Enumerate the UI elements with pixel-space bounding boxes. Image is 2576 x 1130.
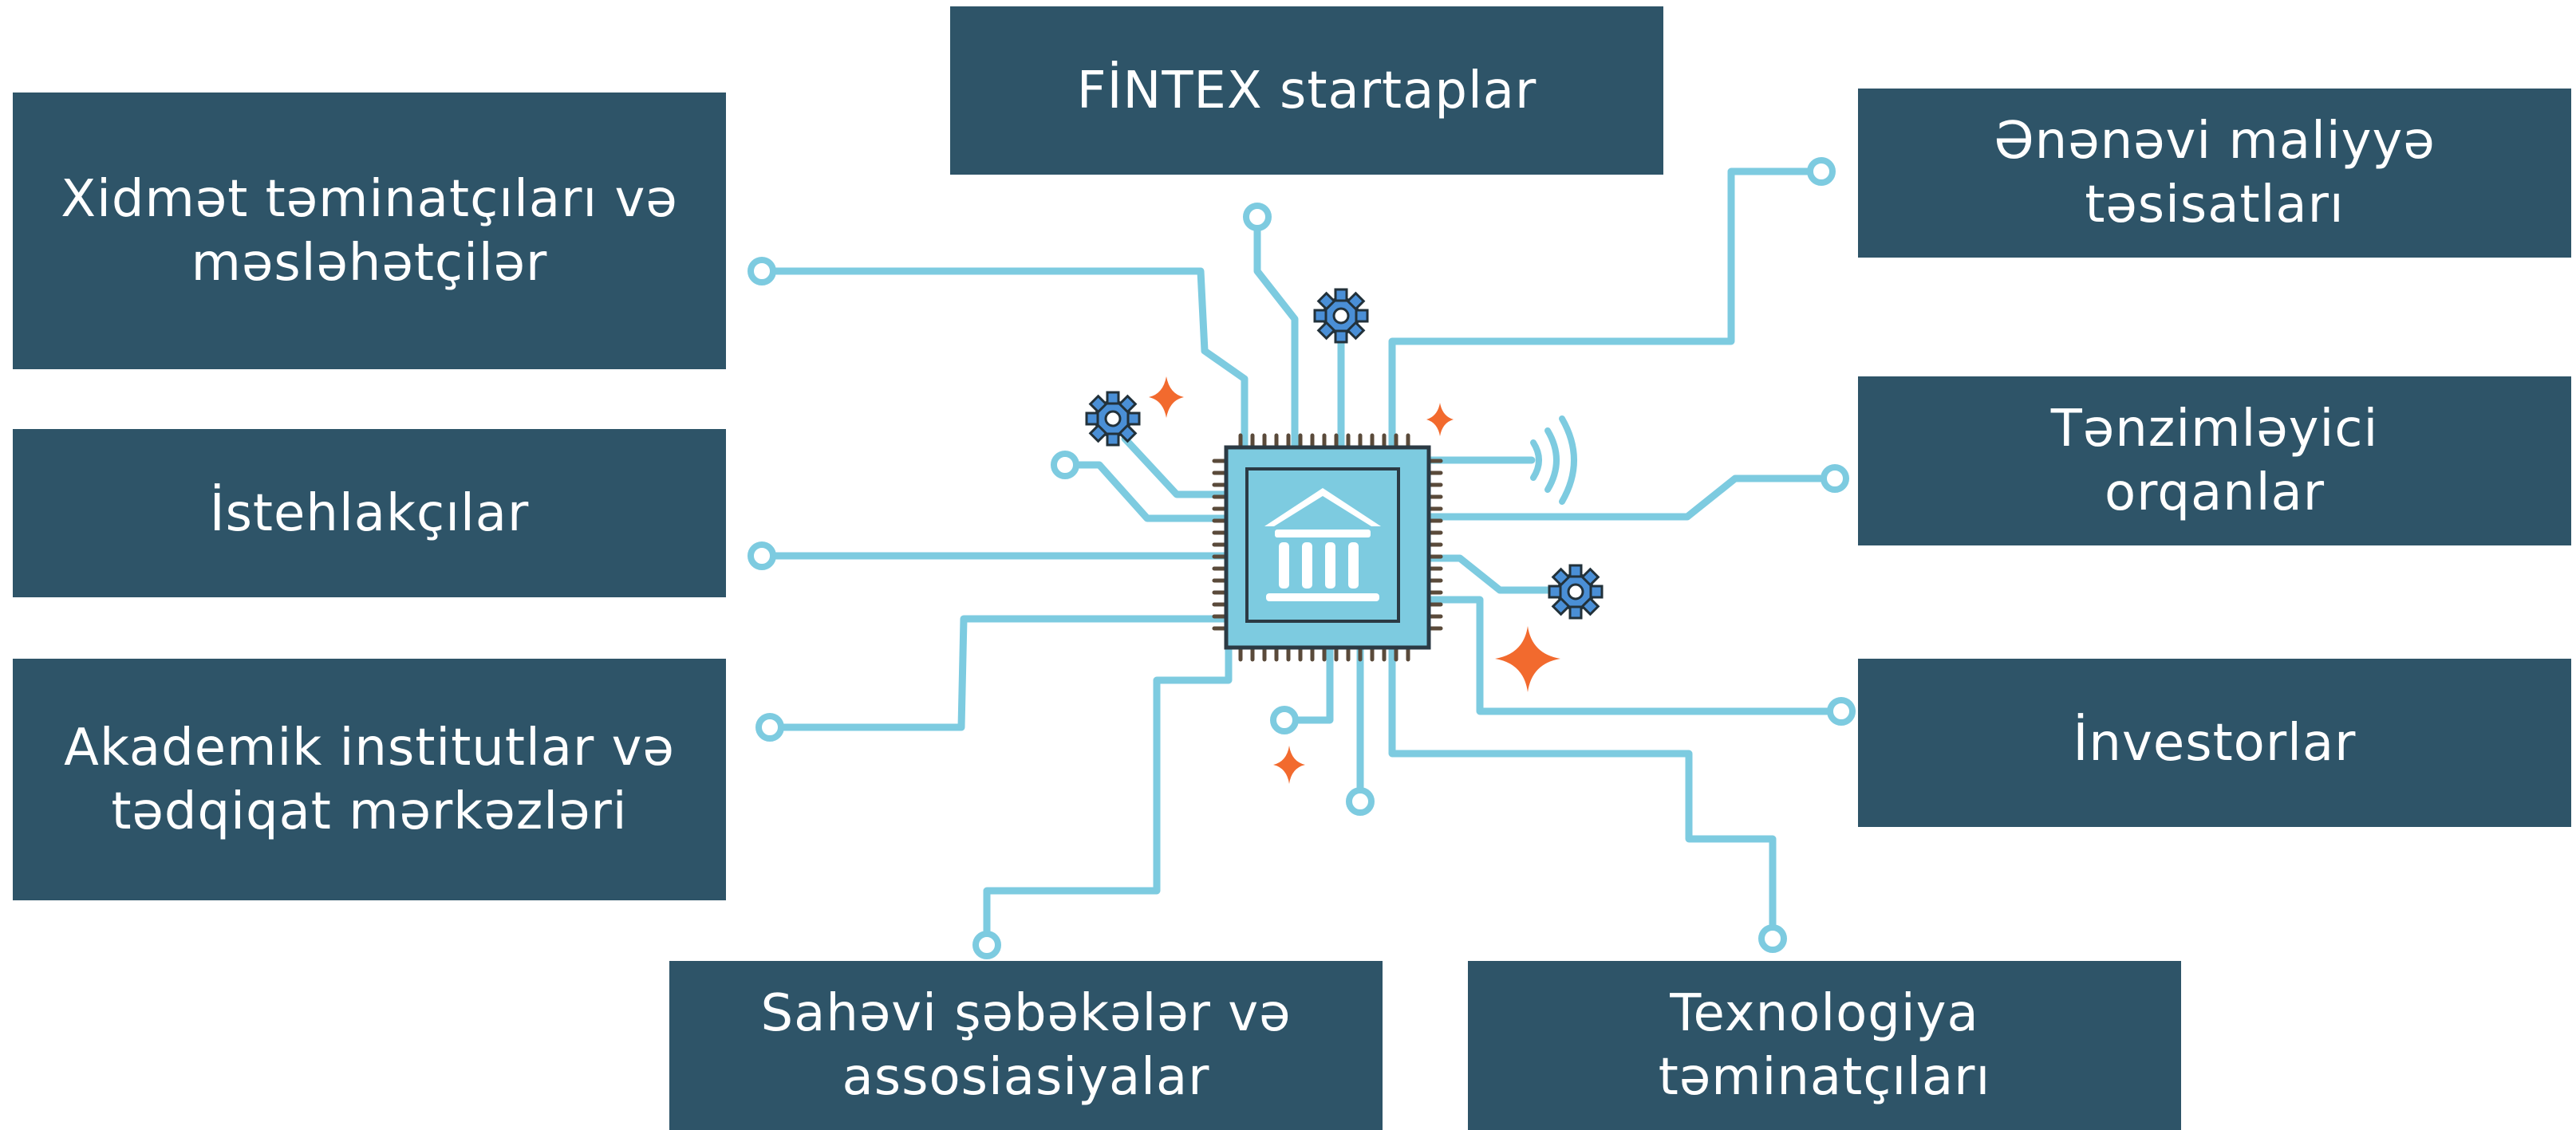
node-fintex-startups: FİNTEX startaplar: [950, 6, 1663, 175]
circuit-lines: [758, 167, 1843, 949]
node-consumers: İstehlakçılar: [13, 429, 726, 597]
line-terminals: [748, 157, 1856, 959]
terminal-industry-networks: [972, 931, 1001, 959]
line-tech-providers: [1388, 646, 1777, 941]
node-regulators-label: Tənzimləyici orqanlar: [2050, 400, 2379, 522]
line-traditional-finance: [1388, 167, 1823, 451]
sparkle-icons: [1149, 376, 1560, 784]
gear-icon-left: [1085, 391, 1141, 447]
bank-chip-icon: [1212, 433, 1443, 662]
node-academic: Akademik institutlar və tədqiqat mərkəzl…: [13, 659, 726, 900]
terminal-traditional-finance: [1807, 157, 1836, 186]
wireless-signal-icon: [1530, 415, 1577, 505]
terminal-regulators: [1821, 464, 1849, 493]
node-industry-networks-label: Sahəvi şəbəkələr və assosiasiyalar: [760, 984, 1292, 1107]
terminal-tech-providers: [1758, 924, 1787, 953]
node-service-providers: Xidmət təminatçıları və məsləhətçilər: [13, 93, 726, 369]
terminal-bottom-small-1: [1270, 706, 1299, 734]
node-industry-networks: Sahəvi şəbəkələr və assosiasiyalar: [669, 961, 1383, 1130]
node-service-providers-label: Xidmət təminatçıları və məsləhətçilər: [61, 169, 678, 293]
node-consumers-label: İstehlakçılar: [209, 483, 530, 543]
bank-icon: [1264, 488, 1381, 601]
line-fintex-1: [1253, 213, 1299, 451]
node-tech-providers-label: Texnologiya təminatçıları: [1658, 984, 1991, 1107]
gear-icon-top: [1313, 288, 1369, 344]
sparkle-icon-3: [1495, 626, 1560, 692]
node-tech-providers: Texnologiya təminatçıları: [1468, 961, 2181, 1130]
node-traditional-finance-label: Ənənəvi maliyyə təsisatları: [1994, 112, 2436, 234]
line-service-providers: [758, 267, 1249, 451]
line-regulators: [1424, 474, 1839, 521]
line-left-gear: [1121, 435, 1233, 498]
sparkle-icon-1: [1149, 376, 1184, 418]
terminal-investors: [1827, 697, 1856, 726]
line-bottom-small-1: [1280, 646, 1334, 724]
terminal-consumers: [748, 541, 776, 570]
line-industry-networks: [983, 646, 1233, 949]
sparkle-icon-2: [1426, 403, 1454, 436]
node-fintex-startups-label: FİNTEX startaplar: [1076, 61, 1537, 120]
node-investors: İnvestorlar: [1858, 659, 2571, 827]
node-investors-label: İnvestorlar: [2073, 713, 2357, 773]
terminal-service-providers: [748, 257, 776, 285]
terminal-academic: [755, 713, 784, 742]
gear-icon-right: [1548, 564, 1604, 620]
terminal-bottom-small-2: [1346, 787, 1375, 816]
node-academic-label: Akademik institutlar və tədqiqat mərkəzl…: [64, 718, 675, 841]
node-traditional-finance: Ənənəvi maliyyə təsisatları: [1858, 89, 2571, 258]
sparkle-icon-4: [1273, 746, 1305, 784]
terminal-left-small: [1051, 451, 1079, 479]
line-left-small-1: [1061, 461, 1233, 522]
line-right-gear: [1424, 554, 1552, 594]
node-regulators: Tənzimləyici orqanlar: [1858, 376, 2571, 545]
terminal-fintex: [1243, 203, 1272, 231]
line-investors: [1424, 596, 1843, 715]
line-academic: [766, 615, 1233, 731]
